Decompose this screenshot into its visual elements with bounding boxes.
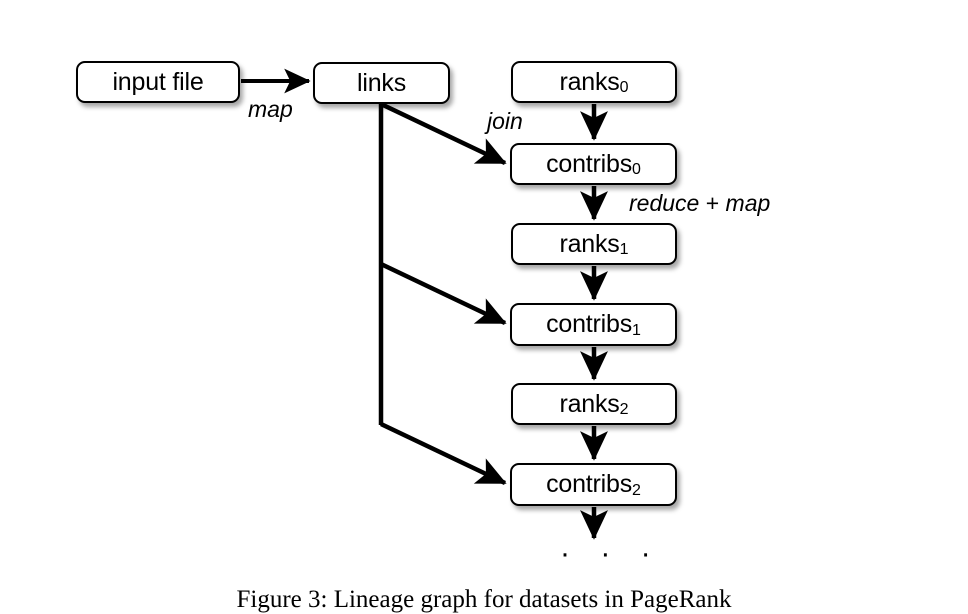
node-label: ranks <box>559 389 620 418</box>
node-label-subscript: 1 <box>632 321 641 339</box>
node-label-subscript: 2 <box>619 401 629 418</box>
edge-label-text: map <box>248 96 293 122</box>
node-label: input file <box>112 67 204 96</box>
node-label-subscript: 2 <box>632 481 641 499</box>
edge-links-to-contribs-1 <box>380 261 507 326</box>
node-label-subscript: 0 <box>619 79 629 96</box>
edge-label-plus: + <box>705 190 720 216</box>
edge-label-reduce-map: reduce + map <box>629 190 770 217</box>
node-label-subscript: 0 <box>632 161 641 178</box>
edge-links-to-contribs-2 <box>380 421 507 486</box>
node-label: contribs <box>546 149 633 178</box>
node-label: contribs <box>546 470 633 498</box>
node-label-subscript: 1 <box>619 241 629 258</box>
edge-label-text: join <box>487 108 523 134</box>
node-label: ranks <box>559 229 620 258</box>
node-label: links <box>356 68 406 97</box>
figure-caption: Figure 3: Lineage graph for datasets in … <box>236 586 732 613</box>
edge-label-map: map <box>248 96 293 123</box>
node-links[interactable]: links <box>313 62 450 104</box>
node-label: contribs <box>546 310 633 338</box>
node-input-file[interactable]: input file <box>76 61 240 103</box>
ellipsis-continuation: · · · <box>560 537 662 570</box>
node-label: ranks <box>559 67 620 96</box>
edge-label-text-2: map <box>719 190 771 216</box>
edge-label-text: reduce <box>629 190 706 216</box>
edge-label-join: join <box>487 108 523 135</box>
